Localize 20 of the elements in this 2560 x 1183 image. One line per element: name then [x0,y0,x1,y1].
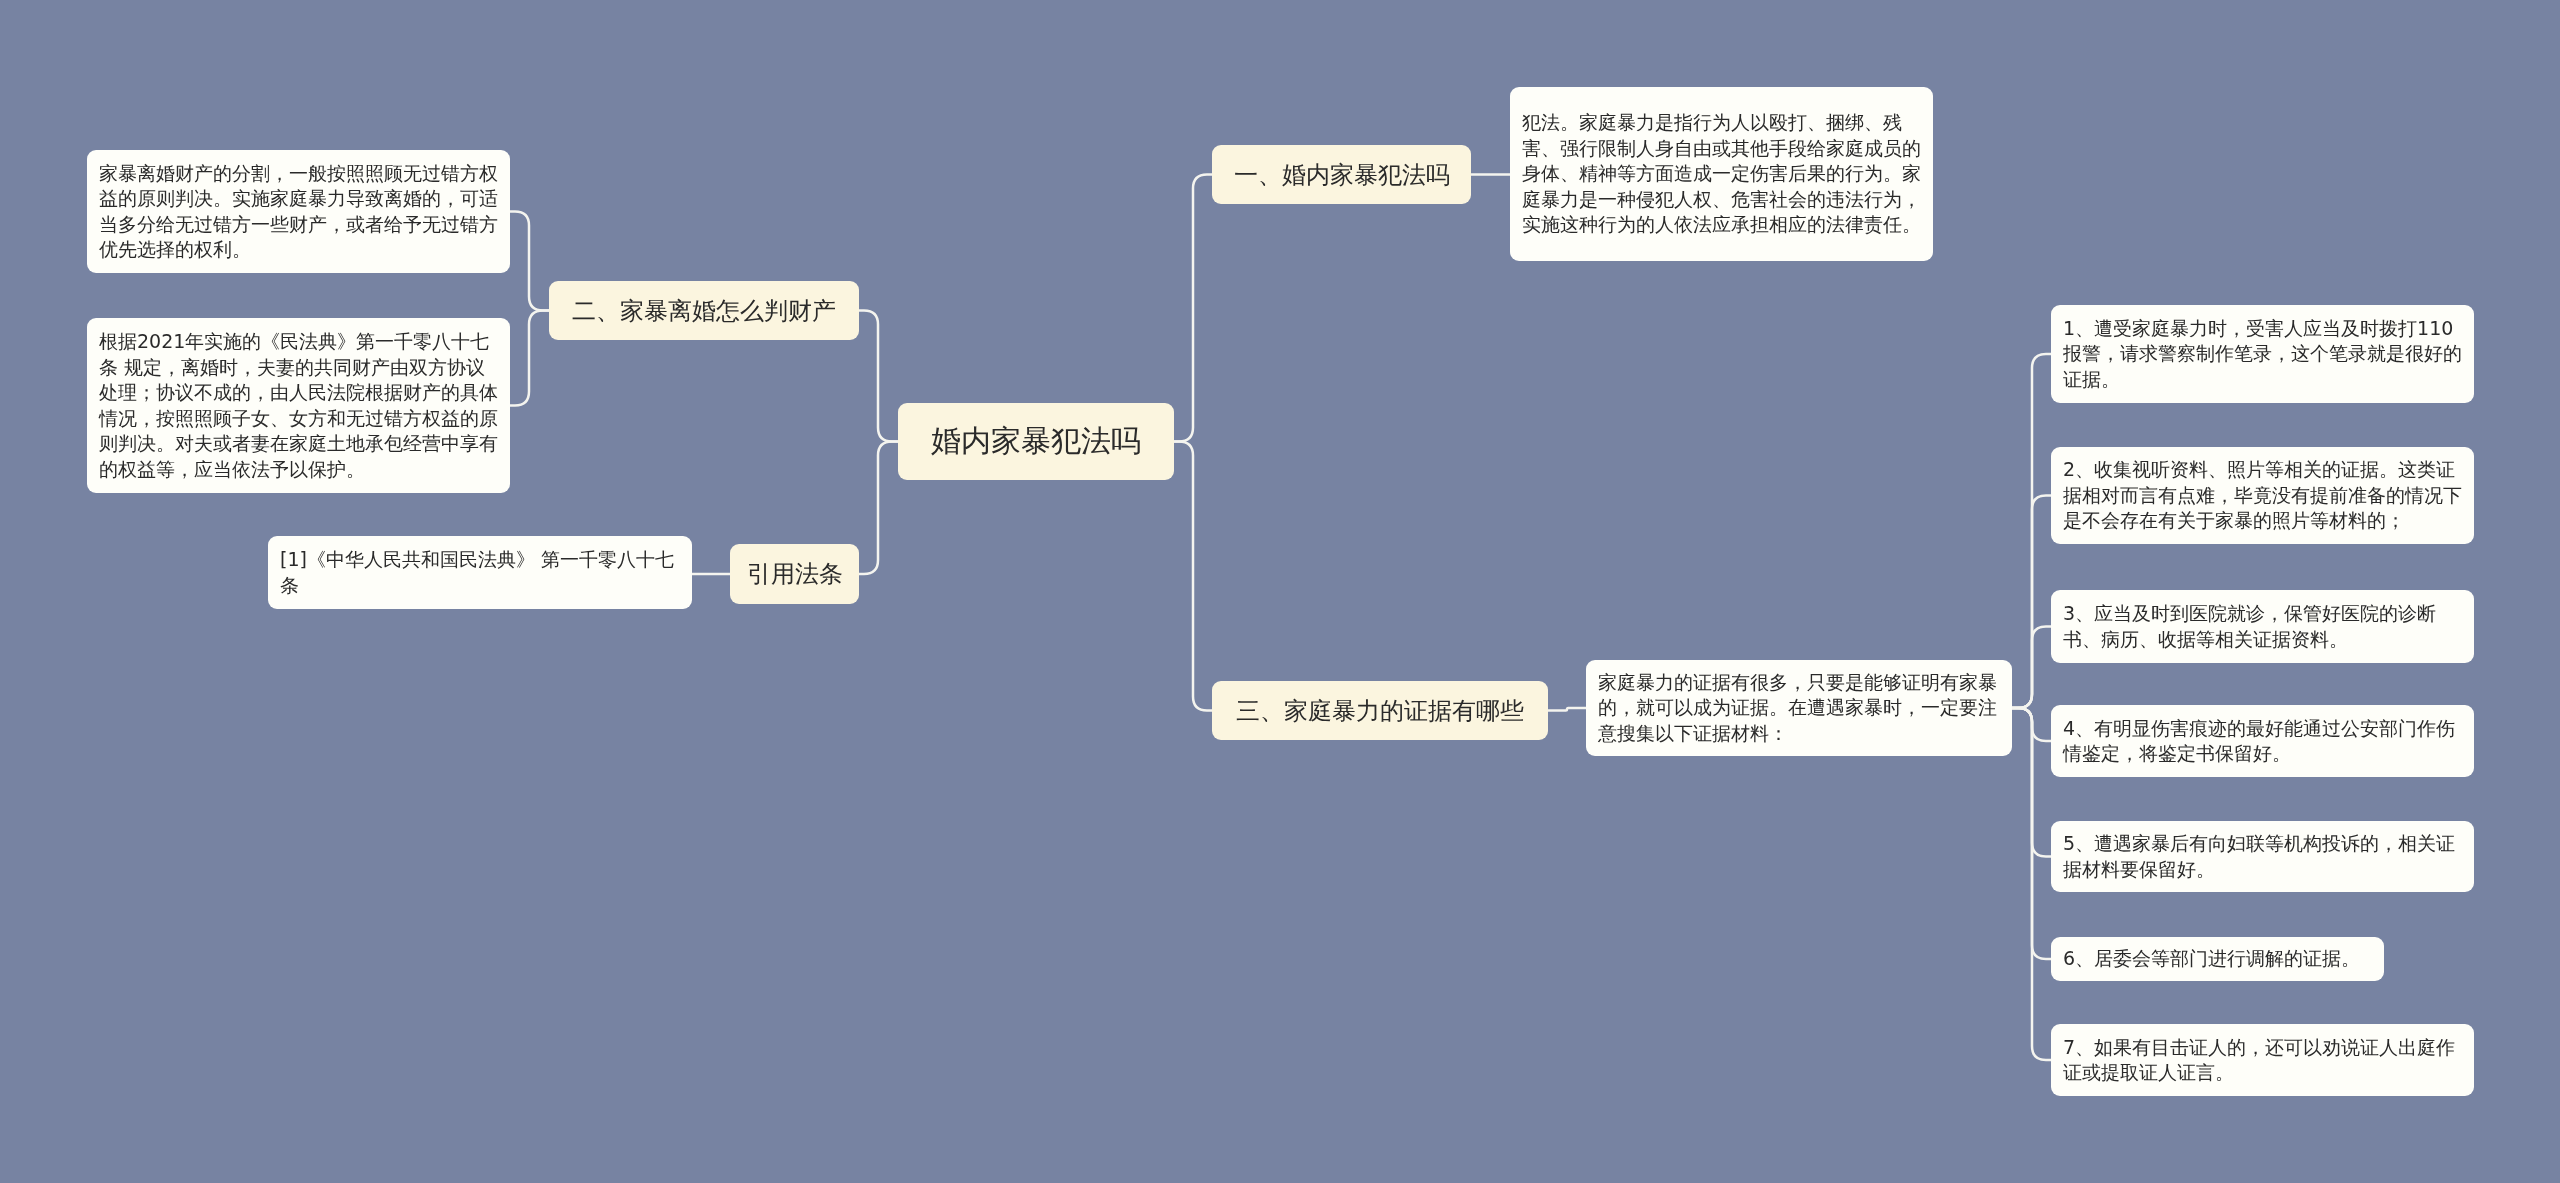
note-card: 1、遭受家庭暴力时，受害人应当及时拨打110报警，请求警察制作笔录，这个笔录就是很好的证据。 [2051,305,2474,403]
connector-line [692,572,730,576]
note-card: 家暴离婚财产的分割，一般按照照顾无过错方权益的原则判决。实施家庭暴力导致离婚的，可适当多分给无过错方一些财产，或者给予无过错方优先选择的权利。 [87,150,510,273]
topic-box: 引用法条 [730,544,859,604]
note-card: 根据2021年实施的《民法典》第一千零八十七条 规定，离婚时，夫妻的共同财产由双方协议处理；协议不成的，由人民法院根据财产的具体情况，按照照顾子女、女方和无过错方权益的原则判决。对夫或者妻在家庭土地承包经营中享有的权益等，应当依法予以保护。 [87,318,510,493]
connector-line [1548,706,1586,712]
note-card: 家庭暴力的证据有很多，只要是能够证明有家暴的，就可以成为证据。在遭遇家暴时，一定要注意搜集以下证据材料： [1586,660,2012,756]
note-card: 3、应当及时到医院就诊，保管好医院的诊断书、病历、收据等相关证据资料。 [2051,590,2474,663]
note-card: 犯法。家庭暴力是指行为人以殴打、捆绑、残害、强行限制人身自由或其他手段给家庭成员的身体、精神等方面造成一定伤害后果的行为。家庭暴力是一种侵犯人权、危害社会的违法行为，实施这种行为的人依法应承担相应的法律责任。 [1510,87,1933,261]
note-card: 2、收集视听资料、照片等相关的证据。这类证据相对而言有点难，毕竟没有提前准备的情况下是不会存在有关于家暴的照片等材料的； [2051,447,2474,544]
topic-box: 二、家暴离婚怎么判财产 [549,281,859,340]
note-card: 6、居委会等部门进行调解的证据。 [2051,937,2384,981]
note-card: 7、如果有目击证人的，还可以劝说证人出庭作证或提取证人证言。 [2051,1024,2474,1096]
note-card: [1]《中华人民共和国民法典》 第一千零八十七条 [268,536,692,609]
topic-box: 一、婚内家暴犯法吗 [1212,145,1471,204]
central-topic-box: 婚内家暴犯法吗 [898,403,1174,480]
topic-box: 三、家庭暴力的证据有哪些 [1212,681,1548,740]
note-card: 5、遭遇家暴后有向妇联等机构投诉的，相关证据材料要保留好。 [2051,821,2474,892]
connector-line [1471,173,1510,176]
note-card: 4、有明显伤害痕迹的最好能通过公安部门作伤情鉴定，将鉴定书保留好。 [2051,705,2474,777]
